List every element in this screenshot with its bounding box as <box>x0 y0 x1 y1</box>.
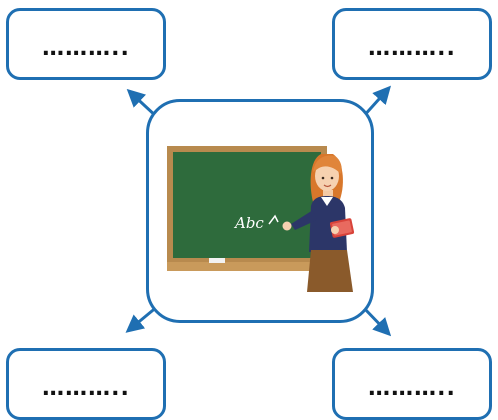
blank-box-bottom-left-text: ……….. <box>42 376 130 401</box>
blank-box-top-right[interactable]: ……….. <box>332 8 492 80</box>
blank-box-bottom-right[interactable]: ……….. <box>332 348 492 420</box>
blank-box-bottom-right-text: ……….. <box>368 376 456 401</box>
blank-box-top-left-text: ……….. <box>42 36 130 61</box>
chalkboard-text: Abc <box>233 214 264 232</box>
blank-box-top-left[interactable]: ……….. <box>6 8 166 80</box>
teacher-figure <box>282 154 355 292</box>
chalkboard: Abc <box>167 146 331 271</box>
blank-box-bottom-left[interactable]: ……….. <box>6 348 166 420</box>
blank-box-top-right-text: ……….. <box>368 36 456 61</box>
teacher-at-chalkboard-illustration: Abc <box>167 146 355 292</box>
center-image-frame: Abc <box>146 99 374 323</box>
